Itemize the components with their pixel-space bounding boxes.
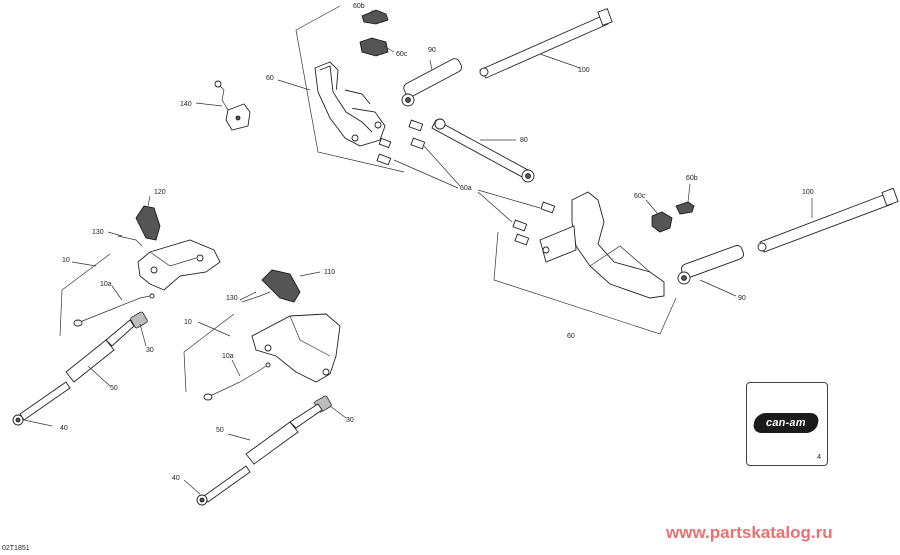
shaft-100-right xyxy=(757,187,899,253)
label-40-mid: 40 xyxy=(172,475,180,482)
rod-40-left xyxy=(12,381,71,427)
damper-90-right xyxy=(677,245,744,297)
mount-110 xyxy=(261,269,321,303)
label-30-mid: 30 xyxy=(346,417,354,424)
group-outline-60-top xyxy=(277,5,405,173)
damper-90-top xyxy=(401,58,463,107)
label-90-right: 90 xyxy=(738,295,746,302)
watermark-text: www.partskatalog.ru xyxy=(666,523,833,542)
pad-60b-right xyxy=(675,183,695,215)
label-100-right: 100 xyxy=(802,189,814,196)
label-10-left: 10 xyxy=(62,257,70,264)
label-60-right: 60 xyxy=(567,333,575,340)
bracket-10-left xyxy=(137,239,221,291)
brand-logo-box: can-am 4 xyxy=(746,382,828,466)
label-140: 140 xyxy=(180,101,192,108)
group-outline-60-right xyxy=(477,189,677,335)
label-130-mid: 130 xyxy=(226,295,238,302)
pad-60b-top xyxy=(361,9,389,25)
cable-10a-mid xyxy=(203,359,271,401)
brand-logo: can-am xyxy=(751,413,821,433)
callout-labels: 60b 60c 90 100 60 140 80 60a 60c 60b 100… xyxy=(60,3,814,482)
logo-page-number: 4 xyxy=(817,454,821,461)
group-outline-10-mid xyxy=(183,313,235,393)
link-80 xyxy=(431,118,535,183)
bracket-10-mid xyxy=(251,313,341,383)
label-60a: 60a xyxy=(460,185,472,192)
label-130-left: 130 xyxy=(92,229,104,236)
shaft-100-top xyxy=(479,8,613,79)
group-outline-10-left xyxy=(59,253,111,337)
label-40-left: 40 xyxy=(60,425,68,432)
label-10a-mid: 10a xyxy=(222,353,234,360)
bracket-60-right xyxy=(539,191,665,299)
damper-50-mid xyxy=(227,403,323,465)
bracket-60-top xyxy=(314,61,386,147)
label-60b-top: 60b xyxy=(353,3,365,10)
diagram-reference-code: 02T1851 xyxy=(2,545,30,552)
mount-120 xyxy=(135,195,161,241)
label-60c-top: 60c xyxy=(396,51,408,58)
label-90-top: 90 xyxy=(428,47,436,54)
label-110: 110 xyxy=(324,269,335,276)
sensor-140 xyxy=(195,80,251,131)
label-80: 80 xyxy=(520,137,528,144)
label-10-mid: 10 xyxy=(184,319,192,326)
label-100-top: 100 xyxy=(578,67,590,74)
label-10a-left: 10a xyxy=(100,281,112,288)
label-50-left: 50 xyxy=(110,385,118,392)
pad-60c-right xyxy=(645,199,673,233)
label-60b-right: 60b xyxy=(686,175,698,182)
cable-10a-left xyxy=(73,285,155,327)
rod-40-mid xyxy=(183,465,251,506)
label-120: 120 xyxy=(154,189,166,196)
label-60-top: 60 xyxy=(266,75,274,82)
damper-50-left xyxy=(65,319,135,387)
brand-logo-text: can-am xyxy=(766,417,806,429)
boot-30-left xyxy=(130,311,148,347)
label-60c-right: 60c xyxy=(634,193,646,200)
fasteners-60a-right xyxy=(512,201,556,246)
label-50-mid: 50 xyxy=(216,427,224,434)
clip-130-left xyxy=(107,231,143,247)
pad-60c-top xyxy=(359,37,389,57)
label-30-left: 30 xyxy=(146,347,154,354)
fasteners-60a-top xyxy=(376,119,461,189)
clip-130-mid xyxy=(239,291,271,303)
